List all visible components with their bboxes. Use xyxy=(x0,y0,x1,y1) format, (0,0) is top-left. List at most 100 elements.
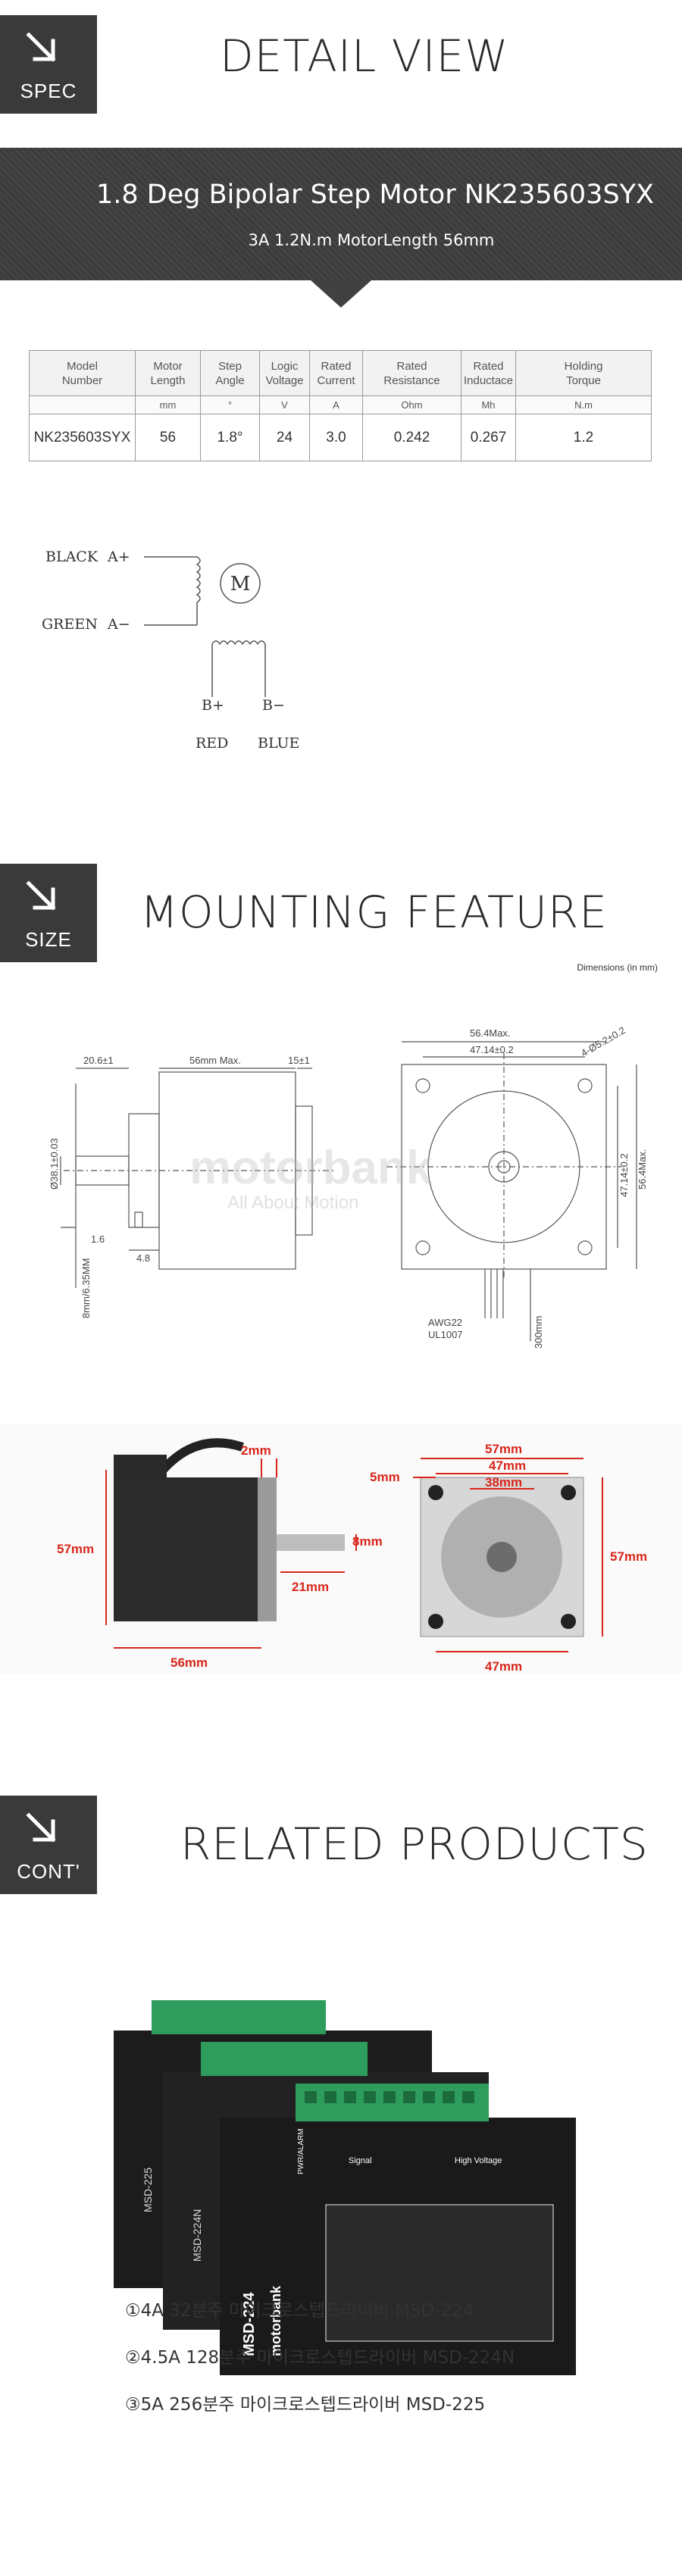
product-item-2[interactable]: ②4.5A 128분주 마이크로스텝드라이버 MSD-224N xyxy=(125,2348,515,2368)
dim-20-6: 20.6±1 xyxy=(83,1055,114,1066)
th-model: Model Number xyxy=(29,350,136,396)
th-angle: Step Angle xyxy=(200,350,260,396)
th-length-text: Motor Length xyxy=(150,359,186,387)
photo-dim-5: 5mm xyxy=(370,1470,400,1484)
wire-green-label: GREEN xyxy=(42,616,98,633)
th-torque-text: Holding Torque xyxy=(564,359,603,387)
dim-shaft: 8mm/6.35MM xyxy=(80,1258,92,1318)
dimensions-note: Dimensions (in mm) xyxy=(577,962,658,973)
unit-length: mm xyxy=(135,395,201,414)
driver-label-back: MSD-225 xyxy=(142,2168,154,2212)
val-model: NK235603SYX xyxy=(29,414,136,461)
dim-15: 15±1 xyxy=(288,1055,310,1066)
unit-voltage: V xyxy=(259,395,310,414)
unit-current: A xyxy=(309,395,363,414)
unit-angle: ° xyxy=(200,395,260,414)
photo-dim-56: 56mm xyxy=(170,1655,208,1670)
mechanical-drawing: 20.6±1 56mm Max. 15±1 Ø38.1±0.03 1.6 4.8… xyxy=(48,1024,648,1349)
size-section-header: SIZE MOUNTING FEATURE xyxy=(0,849,682,962)
th-length: Motor Length xyxy=(135,350,201,396)
cont-tag-label: CONT' xyxy=(17,1860,80,1883)
dim-47-14-top: 47.14±0.2 xyxy=(470,1044,514,1055)
th-voltage: Logic Voltage xyxy=(259,350,310,396)
unit-resistance: Ohm xyxy=(362,395,461,414)
dim-1-6: 1.6 xyxy=(91,1233,105,1245)
related-section-title: RELATED PRODUCTS xyxy=(180,1818,649,1870)
wire-black-label: BLACK xyxy=(45,549,99,565)
banner-subtitle: 3A 1.2N.m MotorLength 56mm xyxy=(248,231,495,249)
arrow-down-right-icon xyxy=(26,1812,56,1843)
dim-56-max: 56mm Max. xyxy=(189,1055,241,1066)
driver-high-voltage-label: High Voltage xyxy=(455,2156,502,2165)
th-torque: Holding Torque xyxy=(515,350,652,396)
val-torque: 1.2 xyxy=(515,414,652,461)
driver-products-image: MSD-225 MSD-224N MSD-224 motorbank Signa… xyxy=(114,2000,576,2375)
photo-dim-57-right: 57mm xyxy=(610,1549,647,1564)
wiring-schematic: M xyxy=(144,556,266,697)
val-inductance: 0.267 xyxy=(461,414,516,461)
size-tag-label: SIZE xyxy=(25,928,72,951)
wire-a-minus-label: A− xyxy=(108,616,130,633)
watermark-brand: motorbank xyxy=(189,1142,433,1194)
dim-38: Ø38.1±0.03 xyxy=(48,1138,60,1190)
val-length: 56 xyxy=(135,414,201,461)
spec-table-header-row: Model Number Motor Length Step Angle Log… xyxy=(29,350,652,396)
th-angle-text: Step Angle xyxy=(215,359,245,387)
driver-label-middle: MSD-224N xyxy=(191,2209,203,2262)
photo-dim-57-left: 57mm xyxy=(57,1542,94,1556)
arrow-down-right-icon xyxy=(26,32,56,62)
size-section-title: MOUNTING FEATURE xyxy=(140,886,608,938)
spec-table: Model Number Motor Length Step Angle Log… xyxy=(29,350,652,461)
driver-signal-label: Signal xyxy=(349,2156,372,2165)
lead-length: 300mm xyxy=(533,1316,544,1349)
photo-dim-47-bottom: 47mm xyxy=(485,1659,522,1674)
th-model-text: Model Number xyxy=(61,359,103,387)
wire-red-label: RED xyxy=(196,735,229,752)
spec-table-values-row: NK235603SYX 56 1.8° 24 3.0 0.242 0.267 1… xyxy=(29,414,652,461)
arrow-down-right-icon xyxy=(26,880,56,911)
driver-unit-front: MSD-224 motorbank Signal High Voltage PW… xyxy=(220,2084,576,2375)
watermark-tagline: All About Motion xyxy=(227,1193,358,1213)
wire-b-plus-label: B+ xyxy=(202,697,224,714)
motor-symbol: M xyxy=(230,573,251,596)
photo-dim-57-top: 57mm xyxy=(485,1442,522,1456)
dim-56-4-top: 56.4Max. xyxy=(470,1027,510,1039)
th-current-text: Rated Current xyxy=(317,359,355,387)
val-current: 3.0 xyxy=(309,414,363,461)
driver-label-front: MSD-224 xyxy=(241,2292,258,2356)
th-voltage-text: Logic Voltage xyxy=(265,359,304,387)
product-banner: 1.8 Deg Bipolar Step Motor NK235603SYX 3… xyxy=(0,148,682,280)
wiring-diagram: M BLACK A+ GREEN A− B+ B− RED BLUE xyxy=(30,538,349,780)
photo-dim-38: 38mm xyxy=(485,1475,522,1490)
spec-section-header: SPEC DETAIL VIEW xyxy=(0,0,682,114)
spec-table-units-row: mm ° V A Ohm Mh N.m xyxy=(29,395,652,414)
spec-tag: SPEC xyxy=(0,15,97,114)
photo-dim-8: 8mm xyxy=(352,1534,383,1549)
related-products-list: ①4A 32분주 마이크로스텝드라이버 MSD-224 ②4.5A 128분주 … xyxy=(125,2296,515,2437)
driver-pwr-label: PWR/ALARM xyxy=(297,2128,305,2174)
spec-section-title: DETAIL VIEW xyxy=(220,30,509,82)
photo-dim-2: 2mm xyxy=(241,1443,271,1458)
th-inductance-text: Rated Inductace xyxy=(463,359,514,387)
dim-56-4-right: 56.4Max. xyxy=(637,1149,648,1190)
wire-b-minus-label: B− xyxy=(262,697,285,714)
wire-a-plus-label: A+ xyxy=(108,549,130,565)
awg-label: AWG22 xyxy=(428,1317,462,1328)
th-resistance-text: Rated Resistance xyxy=(383,359,440,387)
banner-title: 1.8 Deg Bipolar Step Motor NK235603SYX xyxy=(95,180,655,210)
th-resistance: Rated Resistance xyxy=(362,350,461,396)
dim-47-14-right: 47.14±0.2 xyxy=(618,1153,630,1197)
cont-tag: CONT' xyxy=(0,1796,97,1894)
th-inductance: Rated Inductace xyxy=(461,350,516,396)
photo-dim-47-top: 47mm xyxy=(489,1458,526,1473)
photo-dimensions: 57mm 2mm 8mm 21mm 56mm 5mm 57mm 47mm 38m… xyxy=(0,1424,682,1674)
val-angle: 1.8° xyxy=(200,414,260,461)
product-item-1[interactable]: ①4A 32분주 마이크로스텝드라이버 MSD-224 xyxy=(125,2301,474,2321)
size-tag: SIZE xyxy=(0,864,97,962)
driver-brand: motorbank xyxy=(268,2285,283,2356)
related-section-header: CONT' RELATED PRODUCTS xyxy=(0,1796,682,1894)
unit-torque: N.m xyxy=(515,395,652,414)
th-current: Rated Current xyxy=(309,350,363,396)
product-item-3[interactable]: ③5A 256분주 마이크로스텝드라이버 MSD-225 xyxy=(125,2395,486,2415)
val-voltage: 24 xyxy=(259,414,310,461)
